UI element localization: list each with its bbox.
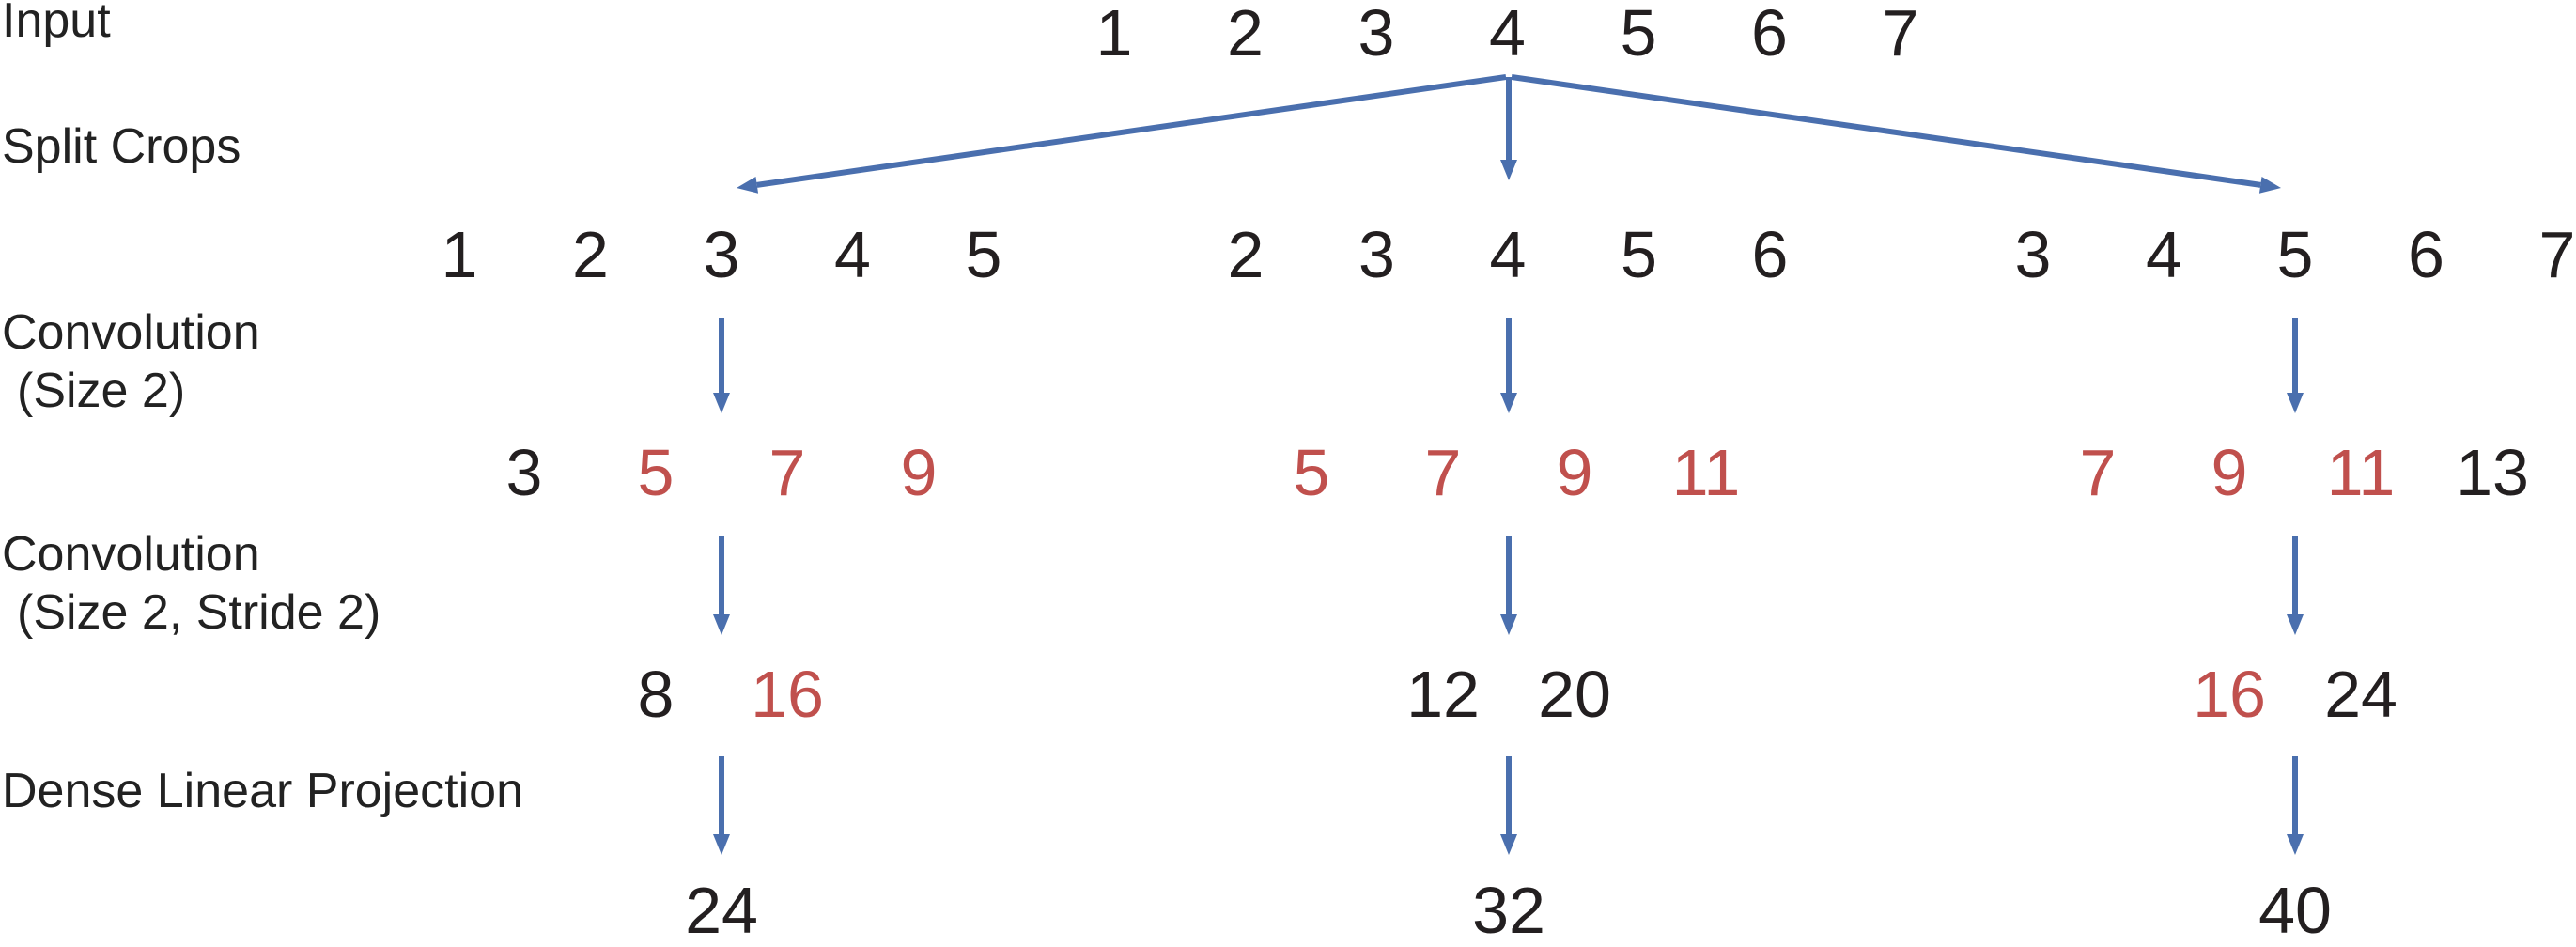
- crop-value: 6: [1751, 218, 1789, 291]
- conv1-output-value: 7: [1424, 436, 1462, 509]
- conv1-output-value: 11: [2326, 436, 2396, 509]
- input-value: 1: [1095, 0, 1133, 70]
- conv2-arrow: [1500, 536, 1517, 635]
- dense-arrow: [713, 756, 730, 855]
- conv1-output-value: 9: [1556, 436, 1593, 509]
- split-arrow-left: [737, 74, 1507, 194]
- conv2-output-value: 12: [1406, 658, 1480, 731]
- conv1-arrow: [1500, 318, 1517, 413]
- conv1-output-value: 3: [505, 436, 543, 509]
- input-value: 2: [1227, 0, 1264, 70]
- split-arrow-center: [1500, 77, 1517, 180]
- dense-output-value: 32: [1472, 874, 1545, 947]
- input-value: 3: [1358, 0, 1395, 70]
- crop-value: 1: [441, 218, 478, 291]
- crop-value: 5: [1621, 218, 1657, 291]
- label-convolution-2-params: (Size 2, Stride 2): [17, 585, 381, 640]
- conv1-output-value: 7: [2079, 436, 2117, 509]
- conv1-output-value: 11: [1671, 436, 1741, 509]
- dense-arrow: [2287, 756, 2304, 855]
- conv1-output-value: 5: [1293, 436, 1330, 509]
- label-split-crops: Split Crops: [2, 119, 241, 174]
- conv1-arrow: [2287, 318, 2304, 413]
- conv2-output-value: 16: [751, 658, 824, 731]
- dense-output-value: 40: [2258, 874, 2332, 947]
- conv1-output-value: 5: [637, 436, 675, 509]
- label-convolution-2: Convolution: [2, 527, 260, 582]
- crop-value: 7: [2538, 218, 2576, 291]
- input-value: 5: [1620, 0, 1657, 70]
- crop-value: 2: [1227, 218, 1265, 291]
- crop-value: 2: [572, 218, 609, 291]
- conv2-output-value: 8: [637, 658, 675, 731]
- crop-value: 4: [834, 218, 871, 291]
- conv2-arrow: [2287, 536, 2304, 635]
- conv2-output-value: 16: [2193, 658, 2266, 731]
- dense-output-value: 24: [685, 874, 758, 947]
- crop-value: 3: [1358, 218, 1395, 291]
- conv1-output-value: 9: [900, 436, 938, 509]
- conv1-output-value: 13: [2456, 436, 2529, 509]
- label-convolution-1: Convolution: [2, 305, 260, 360]
- crop-value: 6: [2408, 218, 2444, 291]
- crop-value: 5: [965, 218, 1002, 291]
- crop-value: 3: [703, 218, 740, 291]
- input-value: 4: [1489, 0, 1526, 70]
- conv2-arrow: [713, 536, 730, 635]
- input-value: 6: [1751, 0, 1788, 70]
- crop-value: 3: [2014, 218, 2052, 291]
- conv1-output-value: 7: [768, 436, 806, 509]
- dense-arrow: [1500, 756, 1517, 855]
- crop-value: 4: [2146, 218, 2182, 291]
- label-convolution-1-params: (Size 2): [17, 364, 186, 418]
- crop-value: 4: [1489, 218, 1527, 291]
- conv1-output-value: 9: [2211, 436, 2248, 509]
- conv2-output-value: 20: [1538, 658, 1611, 731]
- label-dense-linear-projection: Dense Linear Projection: [2, 764, 523, 818]
- split-arrow-right: [1511, 74, 2281, 194]
- conv1-arrow: [713, 318, 730, 413]
- conv2-output-value: 24: [2324, 658, 2398, 731]
- label-input: Input: [2, 0, 111, 48]
- crop-value: 5: [2276, 218, 2314, 291]
- input-value: 7: [1882, 0, 1919, 70]
